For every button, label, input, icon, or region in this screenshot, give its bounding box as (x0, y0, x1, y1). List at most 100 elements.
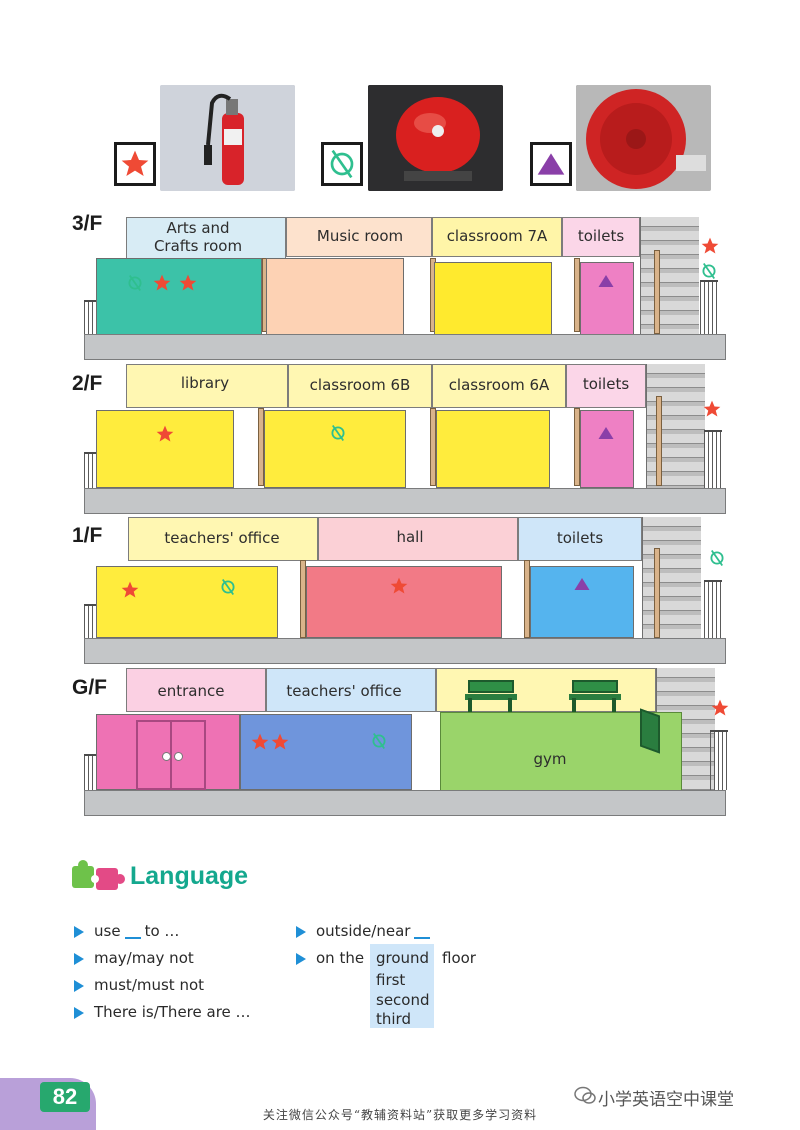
room-name-toilets-2f: toilets (582, 375, 630, 393)
back-wall (286, 217, 432, 257)
arrow-icon (296, 952, 306, 965)
arrow-icon (74, 925, 84, 938)
door-knob (162, 752, 171, 761)
bench-leg (508, 698, 512, 712)
floor-deck (84, 638, 726, 664)
staircase (642, 517, 701, 639)
railing (84, 754, 98, 792)
room-name-gym: gym (533, 750, 567, 768)
arrow-icon (296, 925, 306, 938)
back-wall (126, 364, 288, 408)
floor-options-box (370, 944, 434, 1028)
floor-option: first (376, 971, 406, 989)
back-wall (432, 364, 566, 408)
bell-icon (219, 578, 237, 596)
railing (84, 604, 98, 642)
language-item-on-the: on the (296, 949, 364, 967)
railing (704, 430, 722, 490)
room-music[interactable] (266, 258, 404, 336)
door (574, 258, 580, 332)
star-icon (178, 273, 198, 293)
bell-icon (708, 549, 726, 567)
arrow-icon (74, 952, 84, 965)
star-icon (120, 580, 140, 600)
footer-text: 关注微信公众号“教辅资料站”获取更多学习资料 (262, 1108, 538, 1122)
floor-option: second (376, 991, 430, 1009)
floor-deck (84, 488, 726, 514)
room-classroom-6a[interactable] (436, 410, 550, 488)
fire-alarm-bell-photo (368, 85, 503, 191)
room-toilets-1f[interactable] (530, 566, 634, 638)
bench-leg (572, 698, 576, 712)
legend-star-key (114, 142, 156, 186)
language-item-outside-near: outside/near (296, 922, 434, 940)
room-arts-crafts[interactable] (96, 258, 262, 336)
arrow-icon (74, 1006, 84, 1019)
room-teachers-office-gf[interactable] (240, 714, 412, 790)
floor-deck (84, 334, 726, 360)
room-toilets-3f[interactable] (580, 262, 634, 336)
bench-leg (612, 698, 616, 712)
triangle-icon (596, 272, 616, 290)
fire-hose-reel-photo (576, 85, 711, 191)
railing (84, 300, 98, 338)
back-wall (566, 364, 646, 408)
back-wall (126, 668, 266, 712)
door (524, 560, 530, 638)
room-name-hall: hall (396, 528, 424, 546)
star-icon (710, 698, 730, 718)
room-library[interactable] (96, 410, 234, 488)
room-name-library: library (180, 374, 230, 392)
room-name-teachers-office-1f: teachers' office (164, 529, 280, 547)
wechat-icon (574, 1086, 596, 1110)
room-name-classroom-7a: classroom 7A (446, 227, 548, 245)
triangle-icon (596, 424, 616, 442)
room-teachers-office-1f[interactable] (96, 566, 278, 638)
back-wall (432, 217, 562, 257)
blank (124, 937, 141, 939)
room-toilets-2f[interactable] (580, 410, 634, 488)
language-item-may: may/may not (74, 949, 194, 967)
bench-leg (468, 698, 472, 712)
room-name-toilets-3f: toilets (577, 227, 625, 245)
room-name-entrance: entrance (157, 682, 225, 700)
star-icon (700, 236, 720, 256)
door-divider (170, 722, 172, 788)
bell-icon (370, 732, 388, 750)
legend-bell-key (321, 142, 363, 186)
star-icon (250, 732, 270, 752)
bell-icon (329, 424, 347, 442)
back-wall (518, 517, 642, 561)
back-wall (126, 217, 286, 259)
room-name-toilets-1f: toilets (556, 529, 604, 547)
triangle-icon (537, 153, 565, 175)
back-wall (266, 668, 436, 712)
bench (572, 680, 618, 693)
floor-label-1f: 1/F (72, 524, 103, 547)
room-hall[interactable] (306, 566, 502, 638)
room-name-music: Music room (316, 227, 404, 245)
door (574, 408, 580, 486)
bench-seat (465, 694, 517, 700)
bell-icon (126, 274, 144, 292)
room-name-classroom-6b: classroom 6B (309, 376, 411, 394)
legend-triangle-key (530, 142, 572, 186)
room-classroom-6b[interactable] (264, 410, 406, 488)
back-wall (562, 217, 640, 257)
room-classroom-7a[interactable] (434, 262, 552, 336)
floor-option: ground (376, 949, 430, 967)
bell-icon (700, 262, 718, 280)
floor-label-3f: 3/F (72, 212, 103, 235)
room-name-classroom-6a: classroom 6A (448, 376, 550, 394)
puzzle-icon (68, 860, 128, 900)
back-wall (288, 364, 432, 408)
language-item-must: must/must not (74, 976, 204, 994)
floor-deck (84, 790, 726, 816)
star-icon (155, 424, 175, 444)
star-icon (702, 399, 722, 419)
room-name-teachers-office-gf: teachers' office (286, 682, 402, 700)
bench (468, 680, 514, 693)
staircase (640, 217, 699, 335)
door-knob (174, 752, 183, 761)
